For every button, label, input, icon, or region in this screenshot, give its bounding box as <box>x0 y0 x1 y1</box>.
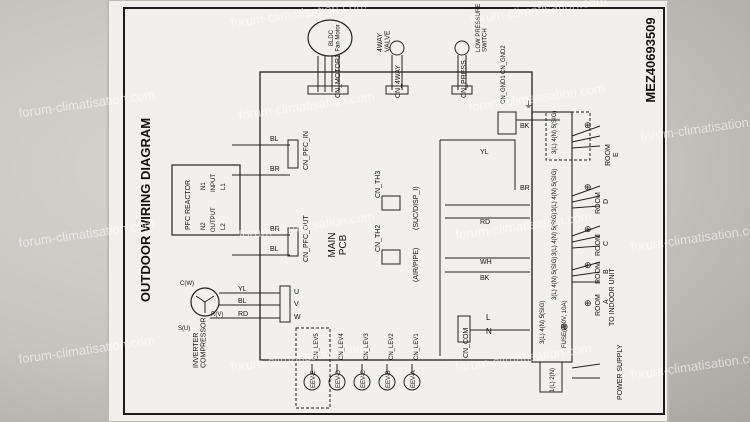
compressor-pin-s: S(U) <box>178 326 190 332</box>
diagram-border <box>123 7 665 415</box>
sensor-th2-icon <box>381 249 401 265</box>
compressor-pin-r: R(V) <box>211 312 223 318</box>
room-d-word: ROOM <box>595 192 602 214</box>
tb-c-pins: 3(L) 4(N) 5(SIG) <box>552 213 558 256</box>
eev-e-dashed-box <box>295 327 331 409</box>
pcb-label-2: PCB <box>338 234 349 255</box>
ground-symbol-icon: ⏚ <box>524 100 533 110</box>
pfc-terminal-input: INPUT <box>211 174 217 192</box>
ground-connector-2: CN_GND2 <box>501 45 507 74</box>
ground-a-icon: ⊕ <box>584 298 592 308</box>
pfc-wire-bl: BL <box>270 136 279 143</box>
ground-d-icon: ⊕ <box>584 182 592 192</box>
fuse-label: FUSE(250V, 10A) <box>562 301 568 348</box>
ln-label-n: N <box>486 327 492 336</box>
room-arrows <box>571 125 601 379</box>
four-way-valve-label: 4WAYVALVE <box>377 30 392 52</box>
eev-d-label: EEV-D <box>336 369 342 388</box>
room-c-letter: C <box>603 241 610 246</box>
room-e-letter: E <box>613 152 620 157</box>
ground-e-icon: ⊕ <box>584 120 592 130</box>
pressure-switch-label: LOW PRESSURESWITCH <box>476 4 489 52</box>
eev-c-label: EEV-C <box>361 369 367 388</box>
eev-b-connector: CN_LEV2 <box>389 333 395 360</box>
motor-connector-label: CN_MOTOR1 <box>335 54 342 98</box>
tb-e-pins: 3(L) 4(N) 5(SIG) <box>552 111 558 154</box>
ground-power-icon: ⊕ <box>560 322 568 333</box>
com-connector: CN_COM <box>463 327 470 358</box>
comp-terminal-v: V <box>294 301 299 308</box>
pressure-connector-label: CN_PRESS <box>461 60 468 98</box>
sensor-th3-label: (SUC/DISP_I) <box>413 186 420 230</box>
pcb-label-1: MAIN <box>327 233 338 258</box>
bus-wire-br: BR <box>520 185 530 192</box>
tb-b-pins: 3(L) 4(N) 5(SIG) <box>552 257 558 300</box>
fan-motor-icon <box>307 19 353 57</box>
diagram-title: OUTDOOR WIRING DIAGRAM <box>138 118 153 302</box>
room-e-word: ROOM <box>605 144 612 166</box>
pfc-terminal-n2: N2 <box>201 222 207 230</box>
sensor-th2-connector: CN_TH2 <box>375 225 382 252</box>
eev-c-connector: CN_LEV3 <box>364 333 370 360</box>
bus-wire-rd: RD <box>480 219 490 226</box>
room-a-word: ROOM <box>595 294 602 316</box>
eev-a-connector: CN_LEV1 <box>414 333 420 360</box>
motor-connector-icon <box>307 85 349 95</box>
room-d-letter: D <box>603 199 610 204</box>
sensor-th3-connector: CN_TH3 <box>375 171 382 198</box>
comp-terminal-w: W <box>294 314 301 321</box>
pressure-switch-icon <box>454 40 470 56</box>
comp-wire-yl: YL <box>238 286 247 293</box>
model-number: MEZ40693509 <box>643 17 658 102</box>
label-sheet <box>107 0 669 422</box>
pfc-out-connector: CN_PFC_OUT <box>303 215 310 262</box>
pfc-terminal-l1: L1 <box>221 183 227 190</box>
pfc-terminal-l2: L2 <box>221 223 227 230</box>
comp-terminal-u: U <box>294 289 299 296</box>
compressor-pin-c: C(W) <box>180 281 194 287</box>
power-supply-label: POWER SUPPLY <box>617 344 624 400</box>
tb-a-pins: 3(L) 4(N) 5(SIG) <box>540 301 546 344</box>
bus-wire-bk: BK <box>480 275 490 282</box>
ground-wire-bk: BK <box>520 123 530 130</box>
pfc-wire-br-2: BR <box>270 226 280 233</box>
pfc-reactor-box <box>171 164 241 236</box>
room-a-letter: A <box>603 299 610 304</box>
compressor-icon <box>190 287 220 317</box>
bus-wire-wh: WH <box>480 259 492 266</box>
room-c-word: ROOM <box>595 234 602 256</box>
ground-connector-1: CN_GND1 <box>501 75 507 104</box>
to-indoor-unit-label: TO INDOOR UNIT <box>609 267 616 326</box>
four-way-connector-label: CN_4WAY <box>395 65 402 98</box>
compressor-label: INVERTERCOMPRESSOR <box>193 317 208 368</box>
pfc-reactor-label: PFC REACTOR <box>185 180 192 230</box>
power-pins: 1(L) 2(N) <box>550 368 556 392</box>
bus-wire-yl: YL <box>480 149 489 156</box>
eev-d-connector: CN_LEV4 <box>339 333 345 360</box>
comp-wire-rd: RD <box>238 311 248 318</box>
pfc-terminal-output: OUTPUT <box>211 207 217 232</box>
eev-e-label: EEV-E <box>311 370 317 388</box>
tb-d-pins: 3(L) 4(N) 5(SIG) <box>552 169 558 212</box>
sensor-th2-label: (AIR/PIPE) <box>413 248 420 282</box>
eev-a-label: EEV-A <box>411 370 417 388</box>
pfc-wire-br: BR <box>270 166 280 173</box>
room-e-dashed-box <box>545 111 591 161</box>
room-b-letter: B <box>603 269 610 274</box>
eev-e-connector: CN_LEV5 <box>314 333 320 360</box>
pfc-in-connector: CN_PFC_IN <box>303 131 310 170</box>
ln-label-l: L <box>486 313 491 322</box>
comp-wire-bl: BL <box>238 298 247 305</box>
four-way-valve-icon <box>389 40 405 56</box>
pfc-wire-bl-2: BL <box>270 246 279 253</box>
ground-b-icon: ⊕ <box>584 260 592 270</box>
eev-b-label: EEV-B <box>386 370 392 388</box>
ground-c-icon: ⊕ <box>584 224 592 234</box>
pfc-terminal-n1: N1 <box>201 182 207 190</box>
sensor-th3-icon <box>381 195 401 211</box>
room-b-word: ROOM <box>595 262 602 284</box>
fan-motor-label: BLDCFan Motor <box>329 24 342 51</box>
